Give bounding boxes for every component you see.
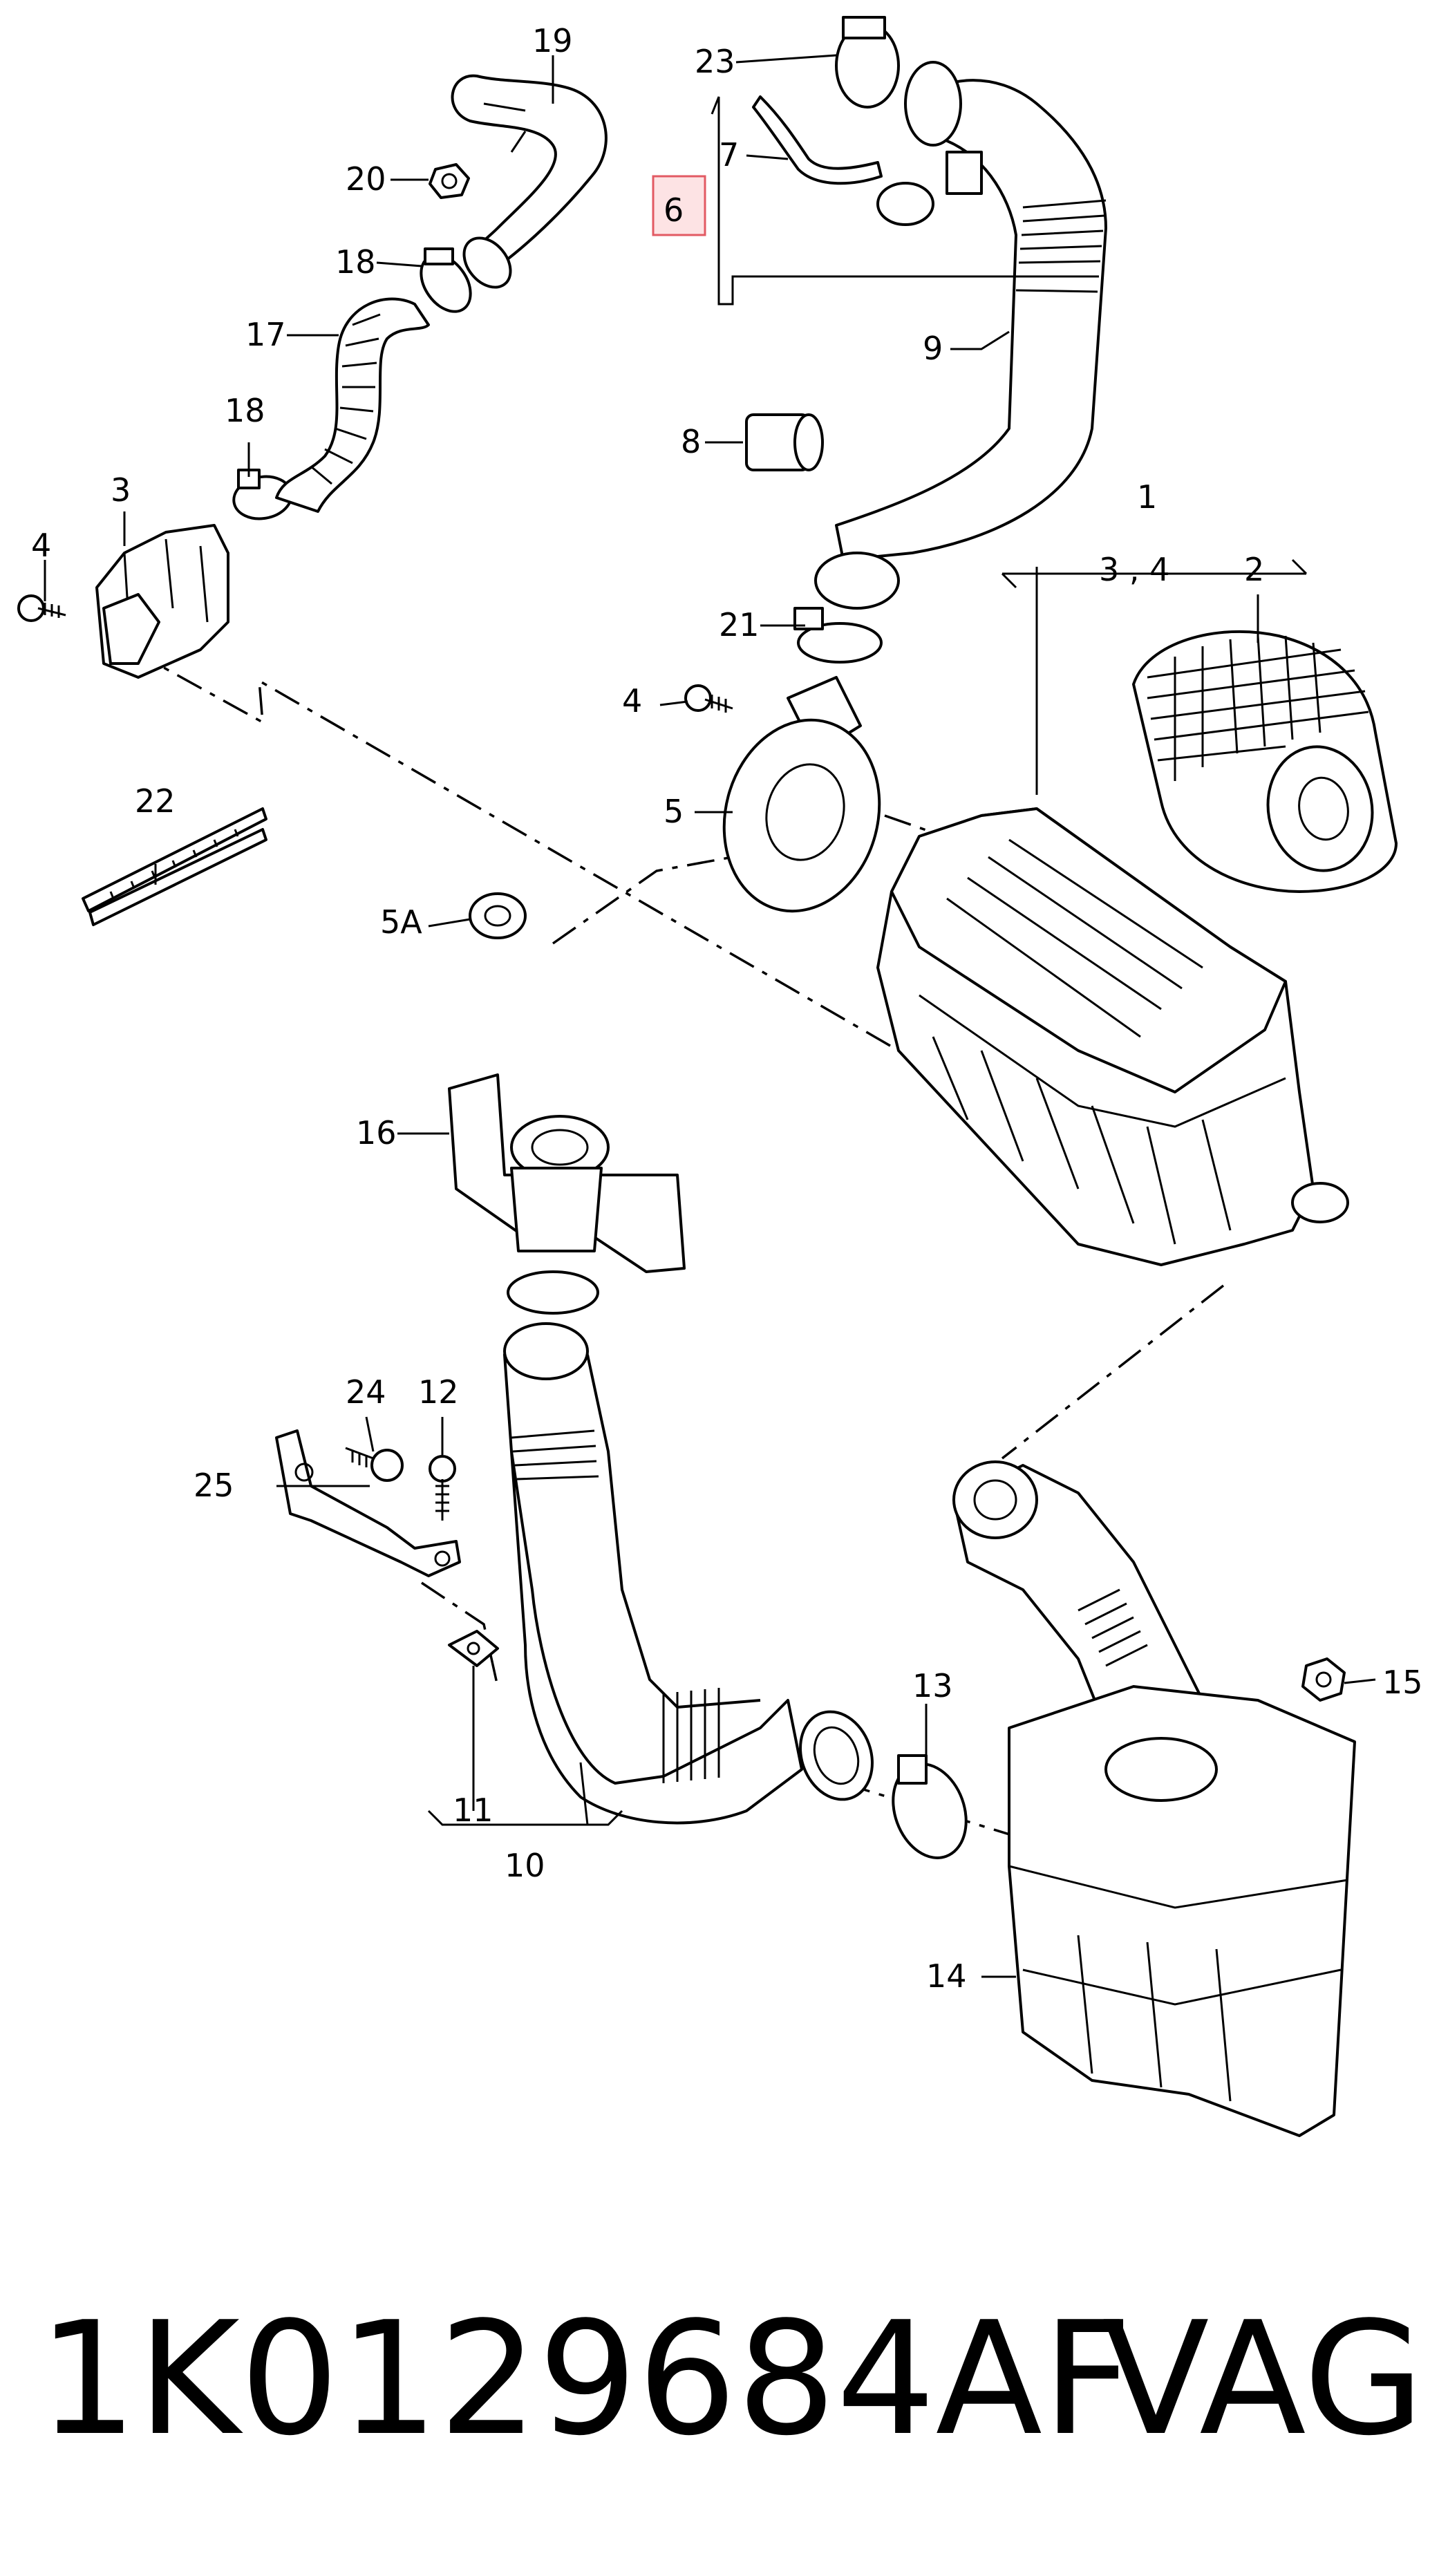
part-5-adapter bbox=[722, 676, 881, 913]
part-23-clamp bbox=[835, 16, 900, 109]
callout-5: 5 bbox=[664, 793, 684, 830]
callout-3-4: 3 , 4 bbox=[1099, 551, 1169, 588]
callout-12: 12 bbox=[418, 1373, 459, 1411]
part-12-screw bbox=[429, 1455, 456, 1521]
part-16-connector-bracket bbox=[448, 1073, 686, 1315]
part-number-caption: 1K0129684AF bbox=[38, 2288, 1132, 2470]
part-22-cable-tie bbox=[82, 807, 267, 926]
callout-4-left: 4 bbox=[31, 527, 51, 564]
callout-19: 19 bbox=[532, 22, 573, 59]
callout-2: 2 bbox=[1244, 551, 1264, 588]
part-17-corrugated-hose bbox=[275, 297, 430, 513]
callout-labels: 19 20 18 17 18 3 4 22 23 7 6 9 8 21 4 5 … bbox=[31, 22, 1423, 1995]
callout-20: 20 bbox=[346, 160, 386, 198]
part-11-clip bbox=[448, 1630, 499, 1667]
callout-18-lower: 18 bbox=[225, 392, 265, 429]
part-25-bracket bbox=[275, 1429, 461, 1577]
part-20-nut bbox=[429, 163, 470, 199]
part-7-small-hose bbox=[752, 95, 883, 185]
part-14-resonator bbox=[952, 1460, 1356, 2137]
callout-4-right: 4 bbox=[622, 682, 642, 720]
hose-end-ring bbox=[814, 552, 900, 610]
part-18-clamp-upper bbox=[420, 247, 472, 313]
callout-5a: 5A bbox=[380, 903, 422, 941]
callout-25: 25 bbox=[194, 1467, 234, 1504]
callout-7: 7 bbox=[719, 136, 739, 173]
callout-23: 23 bbox=[695, 43, 735, 80]
callout-22: 22 bbox=[135, 782, 176, 820]
callout-16: 16 bbox=[356, 1114, 397, 1151]
callout-14: 14 bbox=[926, 1957, 967, 1995]
callout-21: 21 bbox=[719, 606, 760, 643]
part-3-breather-housing bbox=[95, 524, 229, 679]
part-19-breather-pipe bbox=[451, 74, 608, 289]
callout-1: 1 bbox=[1137, 478, 1157, 516]
part-5a-grommet bbox=[469, 892, 527, 939]
callout-15: 15 bbox=[1382, 1664, 1423, 1701]
callout-18-upper: 18 bbox=[335, 243, 376, 281]
part-2-filter-element bbox=[1132, 630, 1398, 893]
brand-caption: VAG bbox=[1102, 2288, 1424, 2470]
leader-lines bbox=[44, 54, 1376, 1978]
part-15-nut bbox=[1301, 1657, 1346, 1702]
callout-6-highlight-box bbox=[652, 175, 706, 236]
part-10-lower-intake-duct bbox=[503, 1322, 874, 1825]
callout-3: 3 bbox=[111, 471, 131, 509]
part-24-screw bbox=[345, 1447, 404, 1482]
part-13-clamp bbox=[892, 1754, 968, 1859]
callout-17: 17 bbox=[245, 316, 286, 353]
callout-8: 8 bbox=[681, 423, 701, 460]
part-21-clamp bbox=[793, 607, 883, 664]
part-8-filter-sleeve bbox=[745, 413, 824, 471]
part-1-air-filter-housing bbox=[876, 807, 1349, 1266]
callout-9: 9 bbox=[923, 330, 943, 367]
callout-11: 11 bbox=[453, 1792, 493, 1829]
callout-10: 10 bbox=[505, 1847, 545, 1884]
callout-13: 13 bbox=[912, 1667, 953, 1704]
part-9-intake-hose bbox=[835, 61, 1107, 561]
part-4-screw-left bbox=[17, 594, 66, 622]
callout-24: 24 bbox=[346, 1373, 386, 1411]
part-4-screw-right bbox=[684, 684, 733, 713]
callout-6: 6 bbox=[664, 191, 684, 229]
